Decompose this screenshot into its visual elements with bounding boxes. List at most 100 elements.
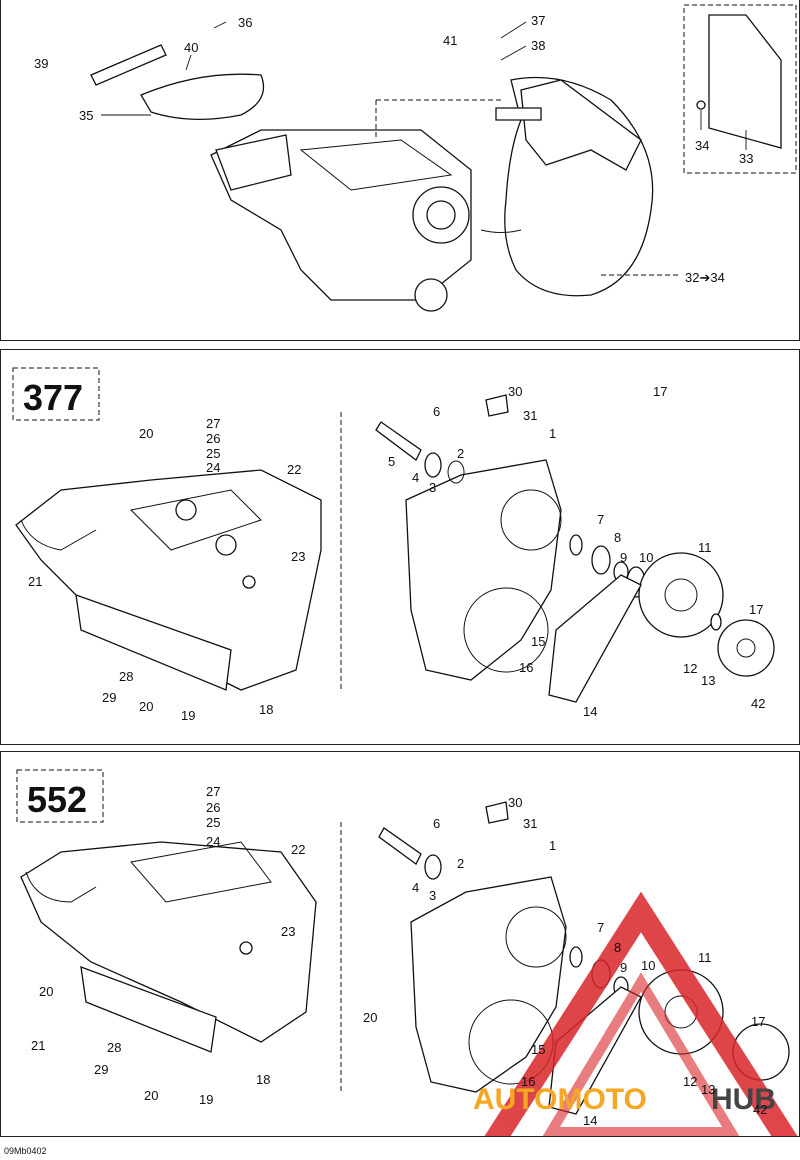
label-20a-552: 20 <box>39 984 53 999</box>
label-35: 35 <box>79 108 93 123</box>
label-26: 26 <box>206 431 220 446</box>
part-bearing-4 <box>424 452 442 478</box>
badge-box-377 <box>12 367 100 421</box>
label-11-552: 11 <box>698 950 712 965</box>
label-6: 6 <box>433 404 440 419</box>
engine-552-panel: 552 AUTOMOTO HUB 27 26 25 <box>0 751 800 1137</box>
label-24: 24 <box>206 460 220 475</box>
badge-box-552 <box>16 769 104 823</box>
engine-377-panel: 377 30 3 1 6 17 20 27 <box>0 349 800 745</box>
label-33: 33 <box>739 151 753 166</box>
part-fan-housing <box>405 459 562 681</box>
label-5: 5 <box>388 454 395 469</box>
label-42: 42 <box>751 696 765 711</box>
label-29: 29 <box>102 690 116 705</box>
label-10-552: 10 <box>641 958 655 973</box>
label-40: 40 <box>184 40 198 55</box>
part-shaft <box>375 421 422 461</box>
engine-552-diagram: 552 AUTOMOTO HUB 27 26 25 <box>16 769 798 1136</box>
label-20a: 20 <box>139 426 153 441</box>
part-silencer-ribs <box>129 489 262 551</box>
label-27-552: 27 <box>206 784 220 799</box>
label-25: 25 <box>206 446 220 461</box>
top-panel: 36 39 40 35 41 37 38 34 33 32➔34 <box>0 0 800 341</box>
label-27: 27 <box>206 416 220 431</box>
top-diagram: 36 39 40 35 41 37 38 34 33 32➔34 <box>34 4 797 312</box>
label-8: 8 <box>614 530 621 545</box>
label-30-552: 30 <box>508 795 522 810</box>
label-13: 13 <box>701 673 715 688</box>
part-deflector <box>140 73 265 120</box>
part-bracket <box>495 107 542 121</box>
label-41: 41 <box>443 33 457 48</box>
label-21-552: 21 <box>31 1038 45 1053</box>
label-20b-552: 20 <box>363 1010 377 1025</box>
part-pulley-hub <box>736 638 756 658</box>
engine-head-ribs <box>299 139 453 191</box>
inset-box <box>683 4 797 174</box>
label-14-552: 14 <box>583 1113 597 1128</box>
part-housing-opening <box>500 489 562 551</box>
label-1-552: 1 <box>549 838 556 853</box>
engine-intake-duct <box>215 134 292 191</box>
part-bracket-19-552 <box>80 966 217 1053</box>
part-port-1 <box>175 499 197 521</box>
label-30: 30 <box>508 384 522 399</box>
label-22-552: 22 <box>291 842 305 857</box>
label-12: 12 <box>683 661 697 676</box>
label-15: 15 <box>531 634 545 649</box>
watermark-text-automoto: AUTOMOTO <box>473 1083 647 1116</box>
part-shaft-552 <box>378 827 422 865</box>
part-bearing-552 <box>424 854 442 880</box>
part-housing-opening-552 <box>505 906 567 968</box>
leader-37 <box>500 21 527 39</box>
part-washer <box>696 100 706 110</box>
engine-flywheel-hub <box>426 200 456 230</box>
leader-36 <box>213 21 227 29</box>
label-37: 37 <box>531 13 545 28</box>
label-17b: 17 <box>749 602 763 617</box>
label-20b: 20 <box>139 699 153 714</box>
part-port-2 <box>215 534 237 556</box>
label-28-552: 28 <box>107 1040 121 1055</box>
label-3-552: 3 <box>429 888 436 903</box>
label-4-552: 4 <box>412 880 419 895</box>
label-14: 14 <box>583 704 597 719</box>
leader-40 <box>185 54 192 71</box>
assembly-line <box>375 99 501 140</box>
label-23: 23 <box>291 549 305 564</box>
label-17a: 17 <box>653 384 667 399</box>
part-fan-11 <box>638 552 724 638</box>
part-grommet-23 <box>242 575 256 589</box>
label-19: 19 <box>181 708 195 723</box>
label-18-552: 18 <box>256 1072 270 1087</box>
label-15-552: 15 <box>531 1042 545 1057</box>
part-silencer-lip-552 <box>25 871 97 903</box>
label-36: 36 <box>238 15 252 30</box>
label-11: 11 <box>698 540 712 555</box>
label-21: 21 <box>28 574 42 589</box>
label-38: 38 <box>531 38 545 53</box>
label-42-552: 42 <box>753 1102 767 1117</box>
badge-377: 377 <box>23 377 83 418</box>
part-pulley-17 <box>717 619 775 677</box>
label-28: 28 <box>119 669 133 684</box>
engine-377-diagram: 377 30 3 1 6 17 20 27 <box>12 367 775 723</box>
label-3: 3 <box>429 480 436 495</box>
cable <box>480 229 522 233</box>
label-1: 1 <box>549 426 556 441</box>
label-26-552: 26 <box>206 800 220 815</box>
label-10: 10 <box>639 550 653 565</box>
part-belt-14 <box>548 574 642 703</box>
label-39: 39 <box>34 56 48 71</box>
label-23-552: 23 <box>281 924 295 939</box>
part-silencer-lip <box>20 519 97 551</box>
label-16: 16 <box>519 660 533 675</box>
label-18: 18 <box>259 702 273 717</box>
label-7-552: 7 <box>597 920 604 935</box>
label-8-552: 8 <box>614 940 621 955</box>
label-16-552: 16 <box>521 1074 535 1089</box>
watermark-logo <box>484 891 798 1136</box>
label-9: 9 <box>620 550 627 565</box>
part-grommet-23-552 <box>239 941 253 955</box>
